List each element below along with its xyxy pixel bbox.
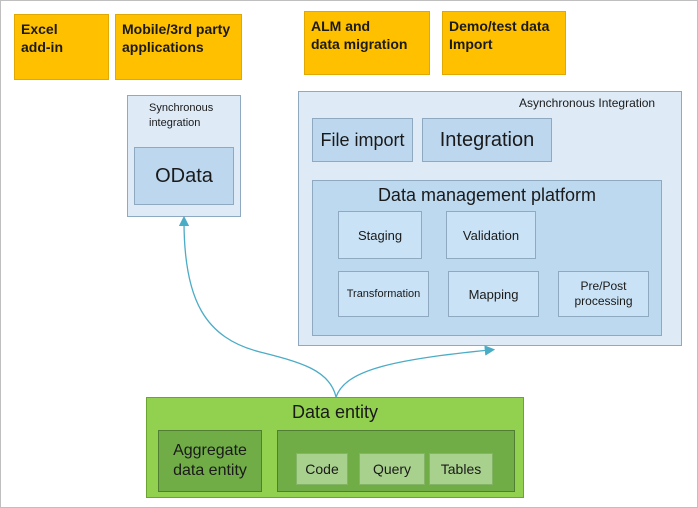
prepost-processing-box: Pre/Post processing xyxy=(558,271,649,317)
mobile-apps-box: Mobile/3rd party applications xyxy=(115,14,242,80)
validation-box: Validation xyxy=(446,211,536,259)
arrow-to-async xyxy=(335,345,496,398)
code-box: Code xyxy=(296,453,348,485)
demo-test-data-box: Demo/test data Import xyxy=(442,11,566,75)
mapping-box: Mapping xyxy=(448,271,539,317)
excel-addin-box: Excel add-in xyxy=(14,14,109,80)
integration-box: Integration xyxy=(422,118,552,162)
dmp-title: Data management platform xyxy=(377,185,597,205)
tables-box: Tables xyxy=(429,453,493,485)
sync-integration-title: Synchronous integration xyxy=(149,102,214,129)
data-entity-title: Data entity xyxy=(291,402,379,422)
transformation-box: Transformation xyxy=(338,271,429,317)
arrow-to-odata xyxy=(178,215,337,398)
file-import-box: File import xyxy=(312,118,413,162)
query-box: Query xyxy=(359,453,425,485)
async-integration-title: Asynchronous Integration xyxy=(519,96,656,110)
odata-box: OData xyxy=(134,147,234,205)
alm-migration-box: ALM and data migration xyxy=(304,11,430,75)
staging-box: Staging xyxy=(338,211,422,259)
aggregate-data-entity-box: Aggregate data entity xyxy=(158,430,262,492)
